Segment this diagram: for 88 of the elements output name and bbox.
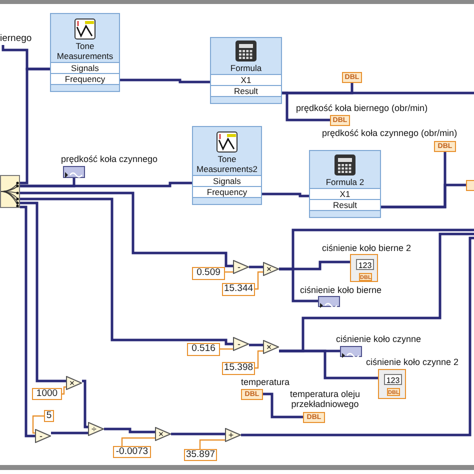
terminal-caption: ciśnienie koło czynne 2 [366,357,459,367]
operator-symbol: - [38,430,44,442]
wire [282,92,474,94]
wire [255,271,263,290]
wire [255,350,263,369]
operator-node [155,427,171,441]
function-block [192,126,262,205]
wire [249,266,263,268]
wire [171,432,225,436]
numeric-constant: 35.897 [184,449,217,461]
operator-symbol: + [227,429,235,441]
wire [20,192,233,268]
operator-symbol: × [68,377,76,389]
wire-label: iernego [0,33,40,45]
wire [121,437,155,446]
terminal-label: Signals [193,175,261,186]
wire [381,184,466,208]
wire [20,198,233,346]
operator-node [88,422,104,436]
wire [120,78,210,84]
operator-symbol: ÷ [90,423,98,435]
terminal-label: X1 [310,188,380,199]
operator-symbol: × [265,341,273,353]
terminal-label: Result [310,199,380,210]
wire [2,45,50,70]
terminal-label: Frequency [193,186,261,197]
block-title: Formula 2 [326,178,364,187]
terminal-caption: prędkość koła czynnego [61,154,158,164]
wire [263,392,303,418]
terminal-label: Result [211,85,281,96]
unbundle-node [0,175,20,208]
numeric-indicator [350,254,378,282]
wire [199,439,225,449]
operator-symbol: × [157,428,165,440]
numeric-constant: 1000 [32,388,62,400]
wire [249,344,263,346]
block-title: Formula [230,64,262,73]
numeric-constant: 0.509 [192,267,225,280]
wire [62,386,66,395]
operator-node [263,340,279,354]
terminal-label: X1 [211,74,281,85]
terminal-caption: temperatura [241,377,290,387]
operator-node [233,337,249,351]
terminal-caption: ciśnienie koło czynne [336,334,422,344]
waveform-terminal [340,346,362,357]
operator-node [263,262,279,276]
numeric-constant: 0.516 [187,343,220,356]
numeric-constant: 15.398 [222,362,255,375]
function-block [50,13,120,92]
terminal-caption: ciśnienie koło bierne 2 [322,243,412,253]
wire [104,428,155,434]
wire [279,232,474,352]
wire [82,380,88,428]
numeric-display: 123 [356,259,374,270]
terminal-caption: prędkość koła czynnego (obr/min) [322,128,458,138]
waveform-terminal [63,166,85,178]
operator-symbol: × [265,263,273,275]
wire [20,182,192,188]
numeric-terminal [466,180,474,191]
operator-node [225,428,241,442]
operator-symbol: - [236,338,242,350]
terminal-caption: prędkość koła biernego (obr/min) [296,103,428,113]
wire [220,348,233,350]
numeric-constant: 15.344 [222,283,255,296]
wire [32,415,44,434]
terminal-caption: temperatura oleju przekładniowego [288,389,362,409]
wire [51,432,88,434]
operator-node [35,429,51,443]
block-title: Tone Measurements2 [196,155,258,174]
wire [279,228,474,270]
numeric-display: 123 [384,374,402,385]
wire [20,206,35,438]
wire [241,236,474,436]
numeric-constant: -0.0073 [113,446,151,458]
numeric-constant: 5 [44,410,54,422]
operator-node [66,376,82,390]
operator-symbol: - [236,261,242,273]
formula-block [210,37,282,104]
block-title: Tone Measurements [56,42,114,61]
terminal-label: Frequency [51,73,119,84]
terminal-label: Signals [51,62,119,73]
wire [20,202,66,382]
formula-block [309,150,381,218]
terminal-caption: ciśnienie koło bierne [300,285,382,295]
wire [262,192,309,198]
operator-node [233,260,249,274]
numeric-indicator [378,369,406,399]
waveform-terminal [318,296,340,307]
